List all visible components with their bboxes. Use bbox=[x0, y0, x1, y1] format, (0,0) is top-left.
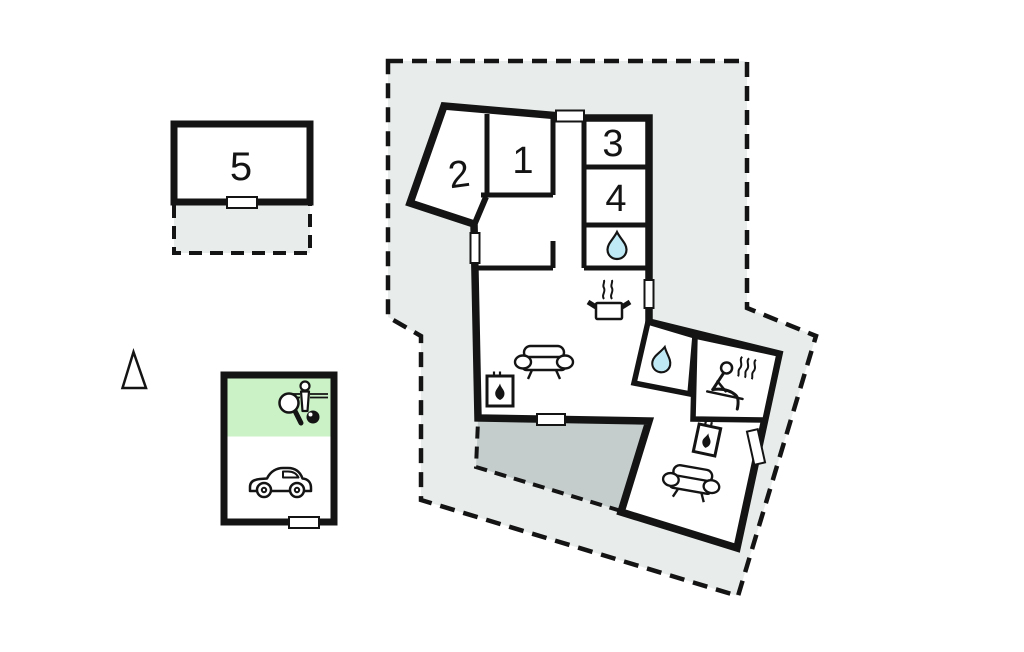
openings bbox=[469, 109, 767, 466]
car-icon bbox=[248, 466, 313, 499]
cooking-pot-icon bbox=[586, 279, 632, 321]
sofa-icon bbox=[513, 344, 575, 380]
annex-door bbox=[226, 196, 258, 209]
room4-label: 4 bbox=[605, 178, 626, 220]
north-arrow-icon bbox=[120, 347, 148, 390]
sofa-icon bbox=[661, 464, 721, 503]
annex-terrace bbox=[172, 201, 312, 255]
billiard-ball-icon bbox=[306, 410, 320, 424]
water-drop-icon bbox=[651, 344, 672, 374]
room3-label: 3 bbox=[602, 123, 623, 165]
table-tennis-paddle-icon bbox=[278, 392, 304, 426]
interior-walls bbox=[472, 114, 646, 271]
water-drop-icon bbox=[606, 229, 628, 261]
terrace-door bbox=[536, 413, 566, 426]
games-room-area bbox=[227, 378, 331, 437]
sauna-steam-icon bbox=[737, 356, 757, 380]
stove-icon bbox=[485, 371, 515, 408]
room5-label: 5 bbox=[230, 145, 252, 189]
sauna-room bbox=[690, 332, 783, 423]
wing-window bbox=[745, 428, 767, 466]
stove-icon bbox=[691, 420, 723, 458]
west-window bbox=[469, 232, 481, 264]
sauna-person-icon bbox=[706, 361, 744, 411]
annex-building bbox=[170, 120, 314, 206]
house-terrace bbox=[476, 420, 648, 511]
house-terrace-boundary bbox=[473, 420, 622, 513]
room1-label: 1 bbox=[512, 140, 533, 182]
front-door bbox=[555, 109, 585, 123]
east-window bbox=[643, 279, 655, 309]
garage-door bbox=[288, 516, 320, 529]
